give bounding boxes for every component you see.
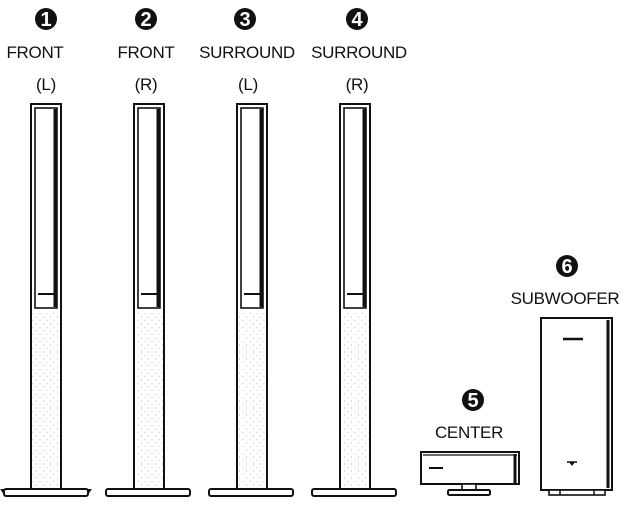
number-badge: 5 (467, 390, 478, 412)
speaker-name: CENTER (435, 423, 503, 442)
speaker-name: SUBWOOFER (511, 289, 620, 308)
label-speaker-5: 5 CENTER (435, 389, 503, 442)
speaker-name: FRONT (6, 43, 63, 62)
speaker-name: FRONT (117, 43, 174, 62)
speaker-name: SURROUND (311, 43, 407, 62)
center-speaker (420, 451, 520, 496)
label-speaker-2: 2 FRONT (R) (117, 8, 175, 94)
subwoofer (540, 317, 613, 496)
speaker-side: (L) (36, 75, 56, 94)
number-badge: 4 (351, 9, 363, 31)
speaker-name: SURROUND (199, 43, 295, 62)
number-badge: 3 (239, 9, 250, 31)
number-badge: 2 (140, 9, 151, 31)
tall-speaker-front-left (0, 103, 92, 497)
label-speaker-1: 1 FRONT (L) (6, 8, 64, 94)
label-speaker-6: 6 SUBWOOFER (511, 255, 620, 308)
speaker-side: (L) (238, 75, 258, 94)
number-badge: 1 (40, 9, 51, 31)
number-badge: 6 (561, 256, 572, 278)
speaker-side: (R) (135, 75, 158, 94)
label-speaker-4: 4 SURROUND (R) (311, 8, 407, 94)
tall-speaker-surround-right (311, 103, 397, 497)
tall-speaker-front-right (105, 103, 191, 497)
tall-speaker-surround-left (208, 103, 294, 497)
speaker-side: (R) (346, 75, 369, 94)
label-speaker-3: 3 SURROUND (L) (199, 8, 295, 94)
